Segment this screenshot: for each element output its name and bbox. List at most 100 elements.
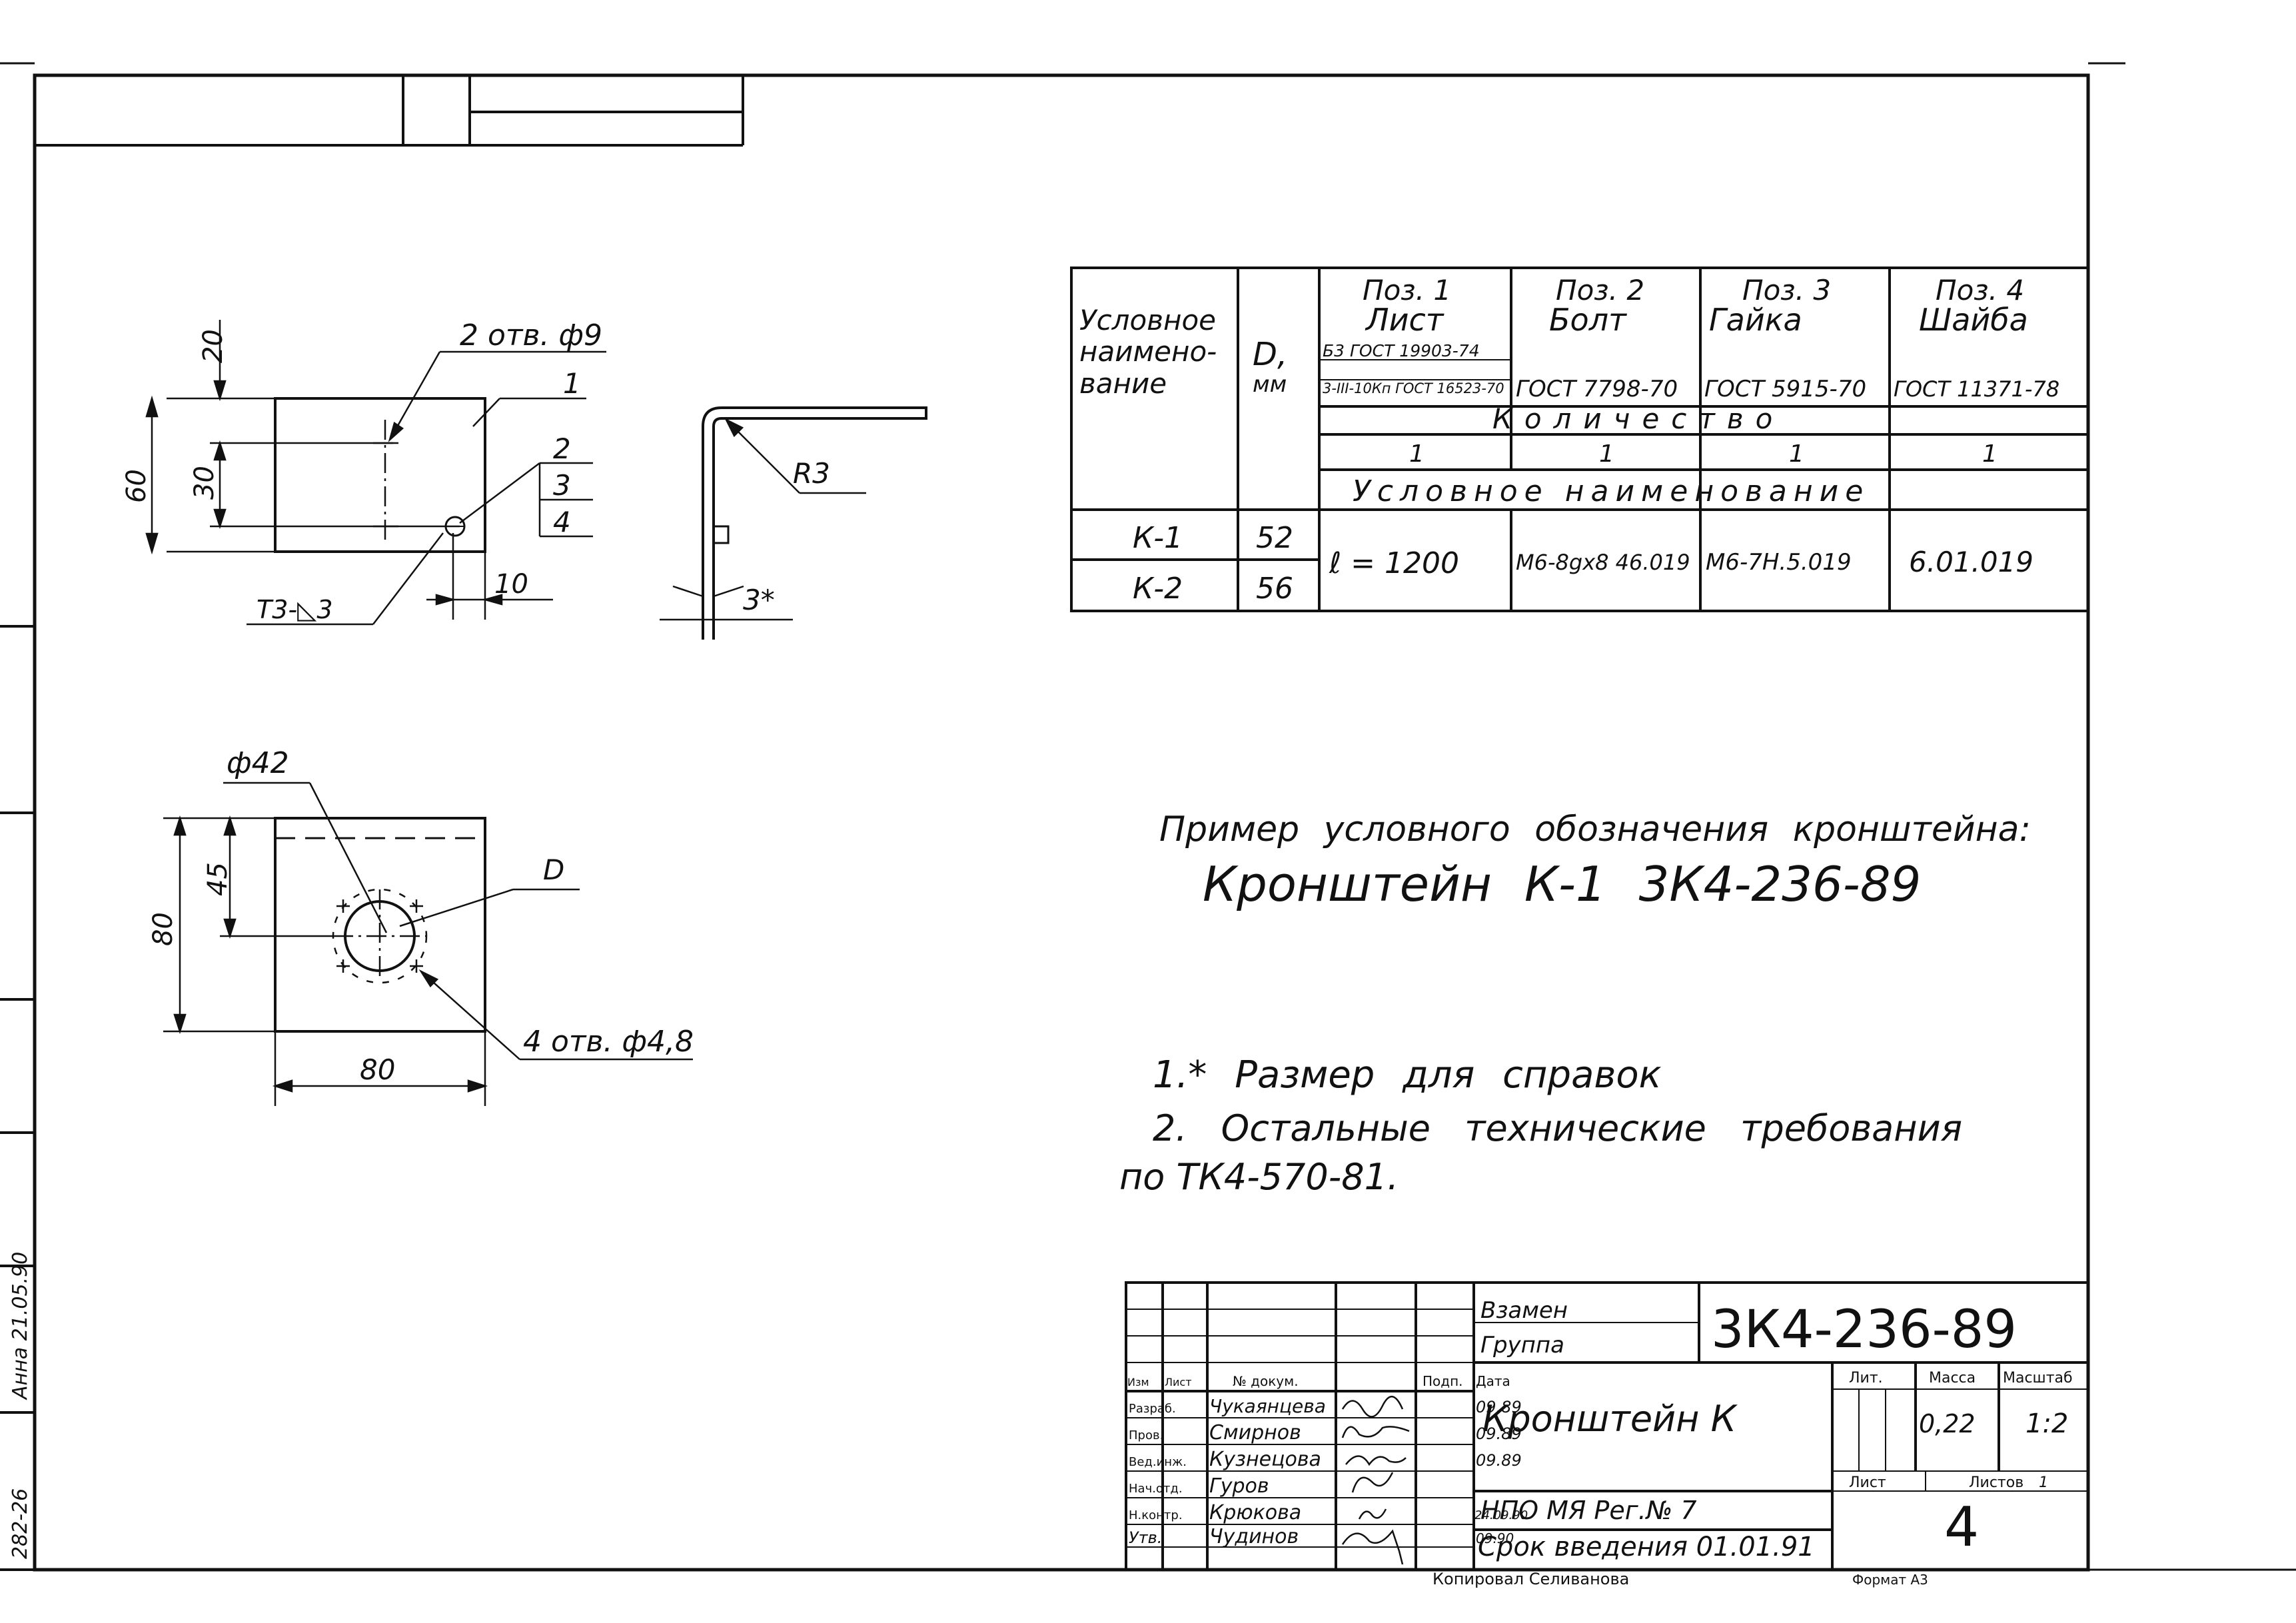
name-4: Гуров bbox=[1209, 1474, 1269, 1498]
quantity-pos3: 1 bbox=[1789, 440, 1804, 468]
pos1-std1: Б3 ГОСТ 19903-74 bbox=[1323, 341, 1480, 360]
name-1: Чукаянцева bbox=[1209, 1395, 1326, 1417]
weld-label: Т3-◺3 bbox=[257, 595, 333, 624]
name-6: Чудинов bbox=[1209, 1525, 1299, 1548]
drawing-name: Кронштейн К bbox=[1482, 1398, 1738, 1440]
role-2: Пров. bbox=[1129, 1428, 1163, 1442]
hdr-sign: Подп. bbox=[1423, 1373, 1463, 1389]
row1-name: К-1 bbox=[1133, 521, 1183, 555]
pos1-value: ℓ = 1200 bbox=[1329, 546, 1459, 580]
pos3-std: ГОСТ 5915-70 bbox=[1704, 376, 1866, 402]
role-1: Разраб. bbox=[1129, 1402, 1176, 1416]
role-5: Н.контр. bbox=[1129, 1508, 1183, 1522]
drawing-code: 3К4-236-89 bbox=[1711, 1300, 2017, 1360]
date-intro: Срок введения 01.01.91 bbox=[1478, 1532, 1815, 1562]
ref-dim: 3* bbox=[743, 584, 775, 616]
dim-10: 10 bbox=[494, 569, 528, 600]
name-5: Крюкова bbox=[1209, 1501, 1301, 1524]
d-label: D bbox=[543, 853, 564, 886]
left-strip-text1: Анна 21.05.90 bbox=[9, 1252, 32, 1400]
quantity-pos2: 1 bbox=[1599, 440, 1614, 468]
leader-1: 1 bbox=[563, 367, 581, 400]
quantity-label: Количество bbox=[1492, 402, 1784, 435]
hdr-date: Дата bbox=[1476, 1373, 1510, 1389]
dim-30: 30 bbox=[189, 466, 220, 500]
dim-80-vertical: 80 bbox=[148, 912, 179, 946]
replaces-label: Взамен bbox=[1480, 1297, 1568, 1324]
title-block-grid bbox=[1125, 1281, 2089, 1571]
top-stamp bbox=[35, 75, 744, 147]
pos3-title: Поз. 3 bbox=[1742, 274, 1831, 306]
hdr-doc: № докум. bbox=[1233, 1373, 1299, 1389]
sheets-label: Листов bbox=[1969, 1474, 2023, 1491]
date-6: 09.90 bbox=[1476, 1530, 1514, 1546]
lit-label: Лит. bbox=[1849, 1370, 1883, 1386]
left-strip bbox=[0, 625, 35, 1571]
note-2b: по ТК4-570-81. bbox=[1119, 1156, 1399, 1198]
scale-label: Масштаб bbox=[2003, 1370, 2073, 1386]
pos2-std: ГОСТ 7798-70 bbox=[1516, 376, 1678, 402]
hdr-list: Лист bbox=[1165, 1376, 1192, 1388]
holes-4-label: 4 отв. ф4,8 bbox=[523, 1025, 694, 1059]
date-2: 09.89 bbox=[1476, 1424, 1522, 1443]
row2-name: К-2 bbox=[1133, 572, 1183, 606]
name-2: Смирнов bbox=[1209, 1421, 1301, 1444]
col-name-header-2: наимено- bbox=[1079, 335, 1217, 368]
format-label: Формат А3 bbox=[1852, 1572, 1928, 1588]
plan-view-dims bbox=[163, 782, 693, 1106]
example-line1: Пример условного обозначения кронштейна: bbox=[1159, 810, 2031, 849]
copied-by: Копировал Селиванова bbox=[1433, 1570, 1629, 1588]
bracket-front-view bbox=[274, 397, 486, 553]
mass-label: Масса bbox=[1929, 1370, 1976, 1386]
radius-label: R3 bbox=[793, 457, 830, 490]
dim-80-horizontal: 80 bbox=[360, 1053, 395, 1086]
dim-60: 60 bbox=[121, 469, 152, 503]
left-strip-text2: 282-26 bbox=[9, 1488, 32, 1559]
pos2-value: М6-8gх8 46.019 bbox=[1516, 550, 1690, 575]
mass-value: 0,22 bbox=[1919, 1409, 1976, 1438]
designation-label: Условное наименование bbox=[1353, 474, 1870, 508]
col-d-header-1: D, bbox=[1253, 336, 1287, 373]
dim-20: 20 bbox=[198, 329, 229, 363]
pos4-title: Поз. 4 bbox=[1936, 274, 2024, 306]
role-4: Нач.отд. bbox=[1129, 1482, 1183, 1496]
pos4-std: ГОСТ 11371-78 bbox=[1894, 376, 2059, 402]
col-d-header-2: мм bbox=[1253, 371, 1287, 398]
pos2-name: Болт bbox=[1549, 302, 1627, 338]
pos4-name: Шайба bbox=[1919, 302, 2028, 338]
pos2-title: Поз. 2 bbox=[1556, 274, 1644, 306]
col-name-header-1: Условное bbox=[1079, 304, 1216, 336]
role-6: Утв. bbox=[1129, 1528, 1162, 1547]
pos1-title: Поз. 1 bbox=[1363, 274, 1451, 306]
hdr-izm: Изм bbox=[1127, 1376, 1149, 1388]
quantity-pos1: 1 bbox=[1409, 440, 1425, 468]
leader-4: 4 bbox=[553, 506, 571, 538]
leader-3: 3 bbox=[553, 469, 571, 502]
group-label: Группа bbox=[1480, 1332, 1564, 1358]
parts-table-grid bbox=[1070, 267, 2089, 612]
role-3: Вед.инж. bbox=[1129, 1455, 1187, 1469]
pos3-name: Гайка bbox=[1709, 302, 1802, 338]
row2-d: 56 bbox=[1256, 572, 1293, 606]
pos1-name: Лист bbox=[1365, 302, 1444, 338]
leader-2: 2 bbox=[553, 432, 571, 465]
front-view-dims bbox=[145, 320, 606, 626]
date-5: 24.09.90 bbox=[1474, 1508, 1528, 1522]
side-view-dims bbox=[660, 418, 866, 640]
date-1: 09.89 bbox=[1476, 1398, 1522, 1416]
dim-phi42: ф42 bbox=[227, 746, 289, 780]
row1-d: 52 bbox=[1256, 521, 1293, 555]
signatures bbox=[1341, 1396, 1410, 1565]
sheets-value: 1 bbox=[2039, 1474, 2048, 1491]
pos1-std2: 3-III-10Кп ГОСТ 16523-70 bbox=[1323, 380, 1504, 396]
note-1: 1.* Размер для справок bbox=[1153, 1053, 1662, 1097]
name-3: Кузнецова bbox=[1209, 1448, 1321, 1471]
col-name-header-3: вание bbox=[1079, 367, 1167, 400]
dim-45: 45 bbox=[203, 862, 233, 896]
org-label: НПО МЯ Рег.№ 7 bbox=[1480, 1496, 1697, 1525]
note-2a: 2. Остальные технические требования bbox=[1153, 1107, 1962, 1149]
scale-value: 1:2 bbox=[2025, 1408, 2068, 1439]
sheet-label: Лист bbox=[1849, 1474, 1886, 1491]
